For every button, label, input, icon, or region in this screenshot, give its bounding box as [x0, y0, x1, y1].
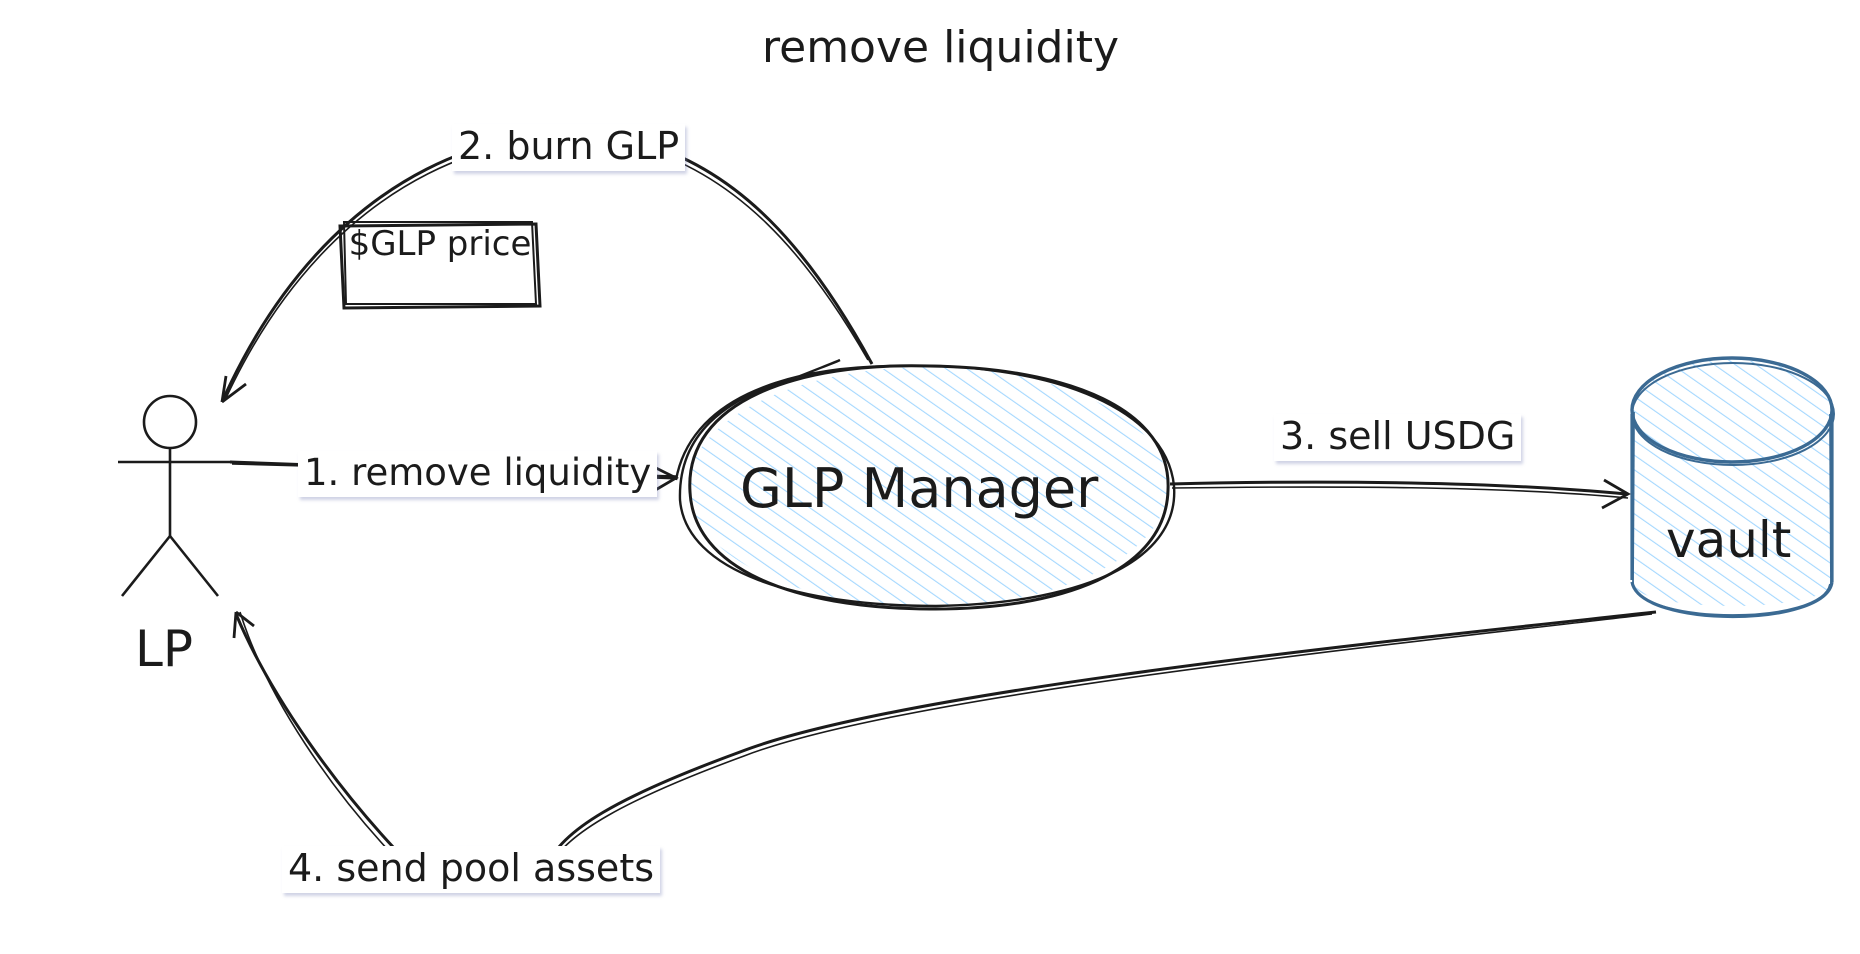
edge-sell-usdg[interactable]	[1169, 478, 1631, 510]
vault-node[interactable]	[1630, 356, 1835, 618]
glp-price-note-box	[338, 221, 542, 310]
lp-actor[interactable]	[118, 394, 232, 597]
edge-label-burn-glp: 2. burn GLP	[452, 124, 686, 171]
vault-label: vault	[1666, 511, 1792, 569]
edge-label-send-pool-assets: 4. send pool assets	[282, 846, 661, 893]
edge-send-pool-assets[interactable]	[232, 610, 1657, 869]
edge-label-sell-usdg: 3. sell USDG	[1274, 414, 1522, 461]
edge-burn-glp[interactable]	[220, 131, 874, 404]
edge-label-remove-liquidity: 1. remove liquidity	[298, 451, 658, 497]
glp-manager-label: GLP Manager	[740, 457, 1099, 520]
glp-price-note: $GLP price	[348, 224, 532, 264]
lp-actor-label: LP	[135, 620, 194, 678]
glp-manager-node[interactable]	[674, 358, 1176, 611]
diagram-title: remove liquidity	[762, 22, 1120, 73]
